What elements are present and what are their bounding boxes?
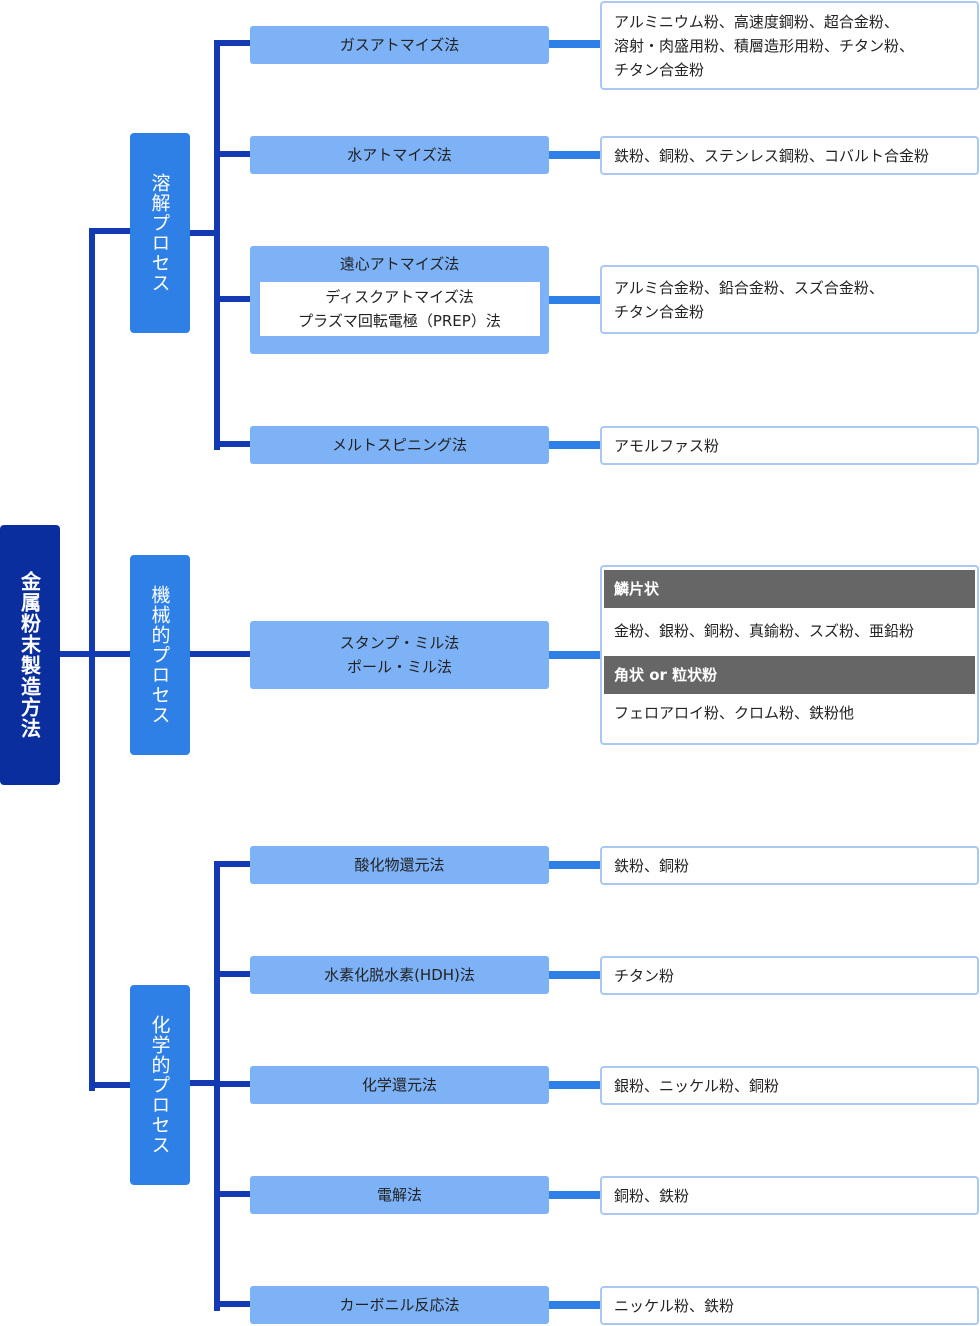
result-melt-spinning: アモルファス粉: [600, 426, 979, 465]
result-text: アルミニウム粉、高速度鋼粉、超合金粉、: [614, 12, 899, 31]
group-text: 金粉、銀粉、銅粉、真鍮粉、スズ粉、亜鉛粉: [614, 622, 915, 640]
method-carbonyl: カーボニル反応法: [250, 1286, 549, 1324]
group-text: フェロアロイ粉、クロム粉、鉄粉他: [614, 704, 855, 722]
method-label: ガスアトマイズ法: [339, 36, 460, 54]
method-sub-label: プラズマ回転電極（PREP）法: [298, 312, 501, 330]
result-text: 鉄粉、銅粉: [614, 856, 690, 875]
result-connector: [549, 40, 600, 48]
connector-line: [60, 651, 92, 657]
connector-line: [214, 861, 250, 867]
connector-line: [190, 1080, 220, 1086]
method-label: カーボニル反応法: [339, 1296, 460, 1314]
method-label: 電解法: [376, 1186, 422, 1204]
category-melting: 溶解プロセス: [130, 133, 190, 333]
method-label: ポール・ミル法: [346, 658, 452, 676]
connector-line: [190, 651, 250, 657]
connector-line: [214, 40, 250, 46]
result-connector: [549, 1301, 600, 1309]
result-text: チタン合金粉: [614, 60, 705, 79]
result-stamp-mill: 鱗片状 金粉、銀粉、銅粉、真鍮粉、スズ粉、亜鉛粉 角状 or 粒状粉 フェロアロ…: [600, 565, 979, 745]
category-chemical: 化学的プロセス: [130, 985, 190, 1185]
category-label: 溶解プロセス: [148, 173, 171, 293]
method-label: 化学還元法: [361, 1076, 437, 1094]
result-text: 鉄粉、銅粉、ステンレス鋼粉、コバルト合金粉: [614, 146, 930, 165]
group-heading: 角状 or 粒状粉: [604, 656, 975, 694]
connector-line: [214, 151, 250, 157]
connector-line: [190, 230, 220, 236]
result-connector: [549, 861, 600, 869]
result-carbonyl: ニッケル粉、鉄粉: [600, 1286, 979, 1325]
connector-line: [214, 40, 220, 450]
connector-line: [89, 228, 130, 234]
method-label: 遠心アトマイズ法: [339, 255, 460, 273]
method-stamp-mill: スタンプ・ミル法 ポール・ミル法: [250, 621, 549, 689]
connector-line: [89, 1082, 130, 1088]
result-gas-atomize: アルミニウム粉、高速度鋼粉、超合金粉、 溶射・肉盛用粉、積層造形用粉、チタン粉、…: [600, 1, 979, 90]
result-water-atomize: 鉄粉、銅粉、ステンレス鋼粉、コバルト合金粉: [600, 136, 979, 175]
result-text: ニッケル粉、鉄粉: [614, 1296, 735, 1315]
result-text: 溶射・肉盛用粉、積層造形用粉、チタン粉、: [614, 36, 915, 55]
method-sub-box: ディスクアトマイズ法 プラズマ回転電極（PREP）法: [259, 282, 540, 336]
result-chemical-reduction: 銀粉、ニッケル粉、銅粉: [600, 1066, 979, 1105]
root-label: 金属粉末製造方法: [17, 571, 42, 739]
result-text: チタン粉: [614, 966, 675, 985]
category-label: 化学的プロセス: [148, 1015, 171, 1155]
result-text: アモルファス粉: [614, 436, 720, 455]
result-connector: [549, 296, 600, 304]
method-label: 水素化脱水素(HDH)法: [324, 966, 475, 984]
category-label: 機械的プロセス: [148, 585, 171, 725]
result-oxide-reduction: 鉄粉、銅粉: [600, 846, 979, 885]
method-sub-label: ディスクアトマイズ法: [325, 288, 474, 306]
method-oxide-reduction: 酸化物還元法: [250, 846, 549, 884]
result-text: アルミ合金粉、鉛合金粉、スズ合金粉、: [614, 278, 884, 297]
group-heading: 鱗片状: [604, 570, 975, 608]
method-electrolysis: 電解法: [250, 1176, 549, 1214]
result-connector: [549, 151, 600, 159]
connector-line: [214, 1191, 250, 1197]
result-text: チタン合金粉: [614, 302, 705, 321]
method-label: 水アトマイズ法: [347, 146, 452, 164]
connector-line: [89, 651, 130, 657]
method-label: スタンプ・ミル法: [339, 634, 460, 652]
connector-line: [214, 1301, 250, 1307]
connector-line: [214, 971, 250, 977]
result-text: 銀粉、ニッケル粉、銅粉: [614, 1076, 780, 1095]
method-gas-atomize: ガスアトマイズ法: [250, 26, 549, 64]
result-electrolysis: 銅粉、鉄粉: [600, 1176, 979, 1215]
result-centrifugal: アルミ合金粉、鉛合金粉、スズ合金粉、 チタン合金粉: [600, 265, 979, 334]
result-connector: [549, 441, 600, 449]
method-melt-spinning: メルトスピニング法: [250, 426, 549, 464]
connector-line: [89, 228, 95, 1091]
connector-line: [214, 1081, 250, 1087]
method-centrifugal-atomize: 遠心アトマイズ法 ディスクアトマイズ法 プラズマ回転電極（PREP）法: [250, 246, 549, 354]
result-hdh: チタン粉: [600, 956, 979, 995]
method-label: メルトスピニング法: [331, 436, 467, 454]
method-water-atomize: 水アトマイズ法: [250, 136, 549, 174]
method-chemical-reduction: 化学還元法: [250, 1066, 549, 1104]
connector-line: [214, 296, 250, 302]
result-connector: [549, 1191, 600, 1199]
connector-line: [214, 441, 250, 447]
result-text: 銅粉、鉄粉: [614, 1186, 690, 1205]
method-label: 酸化物還元法: [354, 856, 445, 874]
result-connector: [549, 651, 600, 659]
category-mechanical: 機械的プロセス: [130, 555, 190, 755]
result-connector: [549, 971, 600, 979]
result-connector: [549, 1081, 600, 1089]
root-node: 金属粉末製造方法: [0, 525, 60, 785]
method-hdh: 水素化脱水素(HDH)法: [250, 956, 549, 994]
